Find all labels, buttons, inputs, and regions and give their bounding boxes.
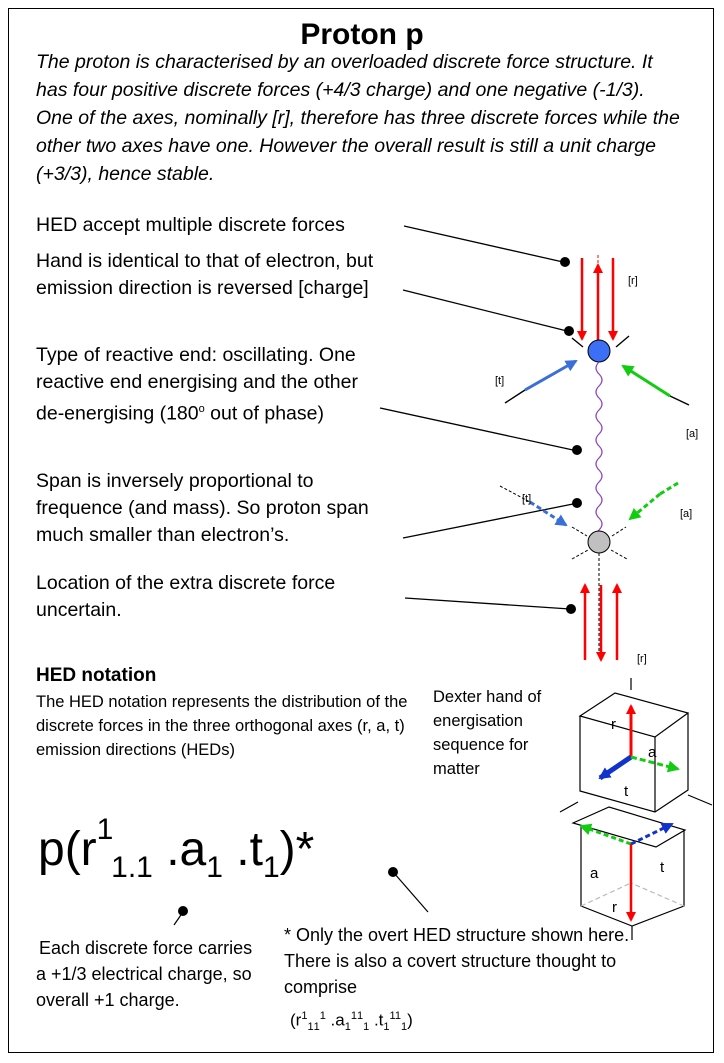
covert-r2: 1 [307, 1021, 314, 1034]
covert-t: .t [369, 1010, 384, 1030]
label-r-top: [r] [628, 275, 638, 287]
covert-r3: 1 [313, 1021, 320, 1034]
cube-lower-label-a: a [590, 865, 599, 882]
covert-open: (r [290, 1010, 302, 1030]
note-hand-identical: Hand is identical to that of electron, b… [36, 250, 374, 299]
dexter-hand-caption: Dexter hand of energisation sequence for… [433, 688, 542, 778]
note-reactive-end-tail: out of phase) [204, 402, 324, 425]
charge-note: Each discrete force carries a +1/3 elect… [36, 938, 253, 1010]
cube-a-arrow [630, 755, 680, 773]
label-t-upper: [t] [495, 375, 504, 387]
upper-cube: r a t [559, 678, 713, 813]
hed-notation-heading: HED notation [36, 665, 157, 686]
formula-a-sub: 1 [206, 851, 223, 884]
green-dashed-arrow-a-lower [628, 492, 661, 521]
label-a-upper: [a] [686, 428, 698, 440]
label-r-bottom: [r] [637, 653, 647, 665]
cube-label-r: r [611, 716, 616, 733]
note-reactive-end: Type of reactive end: oscillating. One r… [36, 342, 378, 428]
formula-r-sup: 1 [96, 813, 112, 846]
intro-paragraph: The proton is characterised by an overlo… [36, 51, 680, 185]
pointer-span [402, 503, 574, 539]
label-a-lower: [a] [680, 508, 692, 520]
cube-t-arrow [598, 754, 633, 781]
pointer-lines [379, 225, 574, 610]
covert-a4: 1 [363, 1021, 370, 1034]
covert-t1: 1 [383, 1021, 390, 1034]
cube-label-t: t [624, 783, 629, 800]
blue-dashed-arrow-t-lower [529, 500, 568, 527]
lower-node [587, 530, 611, 554]
covert-r4: 1 [319, 1010, 326, 1022]
pointer-hand [402, 289, 568, 332]
lower-node-group [499, 481, 679, 662]
cube-lower-a-arrow [579, 823, 632, 846]
blue-arrow-t-upper [524, 359, 578, 392]
covert-formula: (r1111 .a1111 .t1111) [290, 1010, 413, 1033]
upper-node-group [504, 255, 690, 543]
formula-pointers [173, 867, 429, 926]
formula-r-sub: 1.1 [111, 851, 153, 884]
note-reactive-end-text: Type of reactive end: oscillating. One r… [36, 344, 358, 425]
cube-label-a: a [648, 744, 657, 761]
covert-a3: 1 [356, 1010, 364, 1022]
note-span: Span is inversely proportional to freque… [36, 470, 369, 546]
hed-formula: p(r11.1 .a1 .t1)* [38, 813, 315, 886]
overt-note: * Only the overt HED structure shown her… [284, 925, 630, 997]
upper-node [587, 339, 611, 363]
covert-t3: 1 [400, 1021, 408, 1034]
oscillation-wave [595, 361, 603, 543]
cube-lower-label-t: t [660, 859, 665, 876]
formula-t: .t [222, 823, 263, 876]
pointer-location [404, 597, 571, 610]
covert-close: ) [407, 1010, 413, 1030]
lower-cube: a t r [571, 806, 687, 940]
degree-superscript: o [198, 403, 205, 415]
covert-r1: 1 [301, 1010, 308, 1022]
cube-lower-label-r: r [612, 899, 617, 916]
slide-frame [8, 8, 714, 1053]
green-arrow-a-upper [621, 364, 671, 398]
pointer-hed-multiple [403, 225, 564, 263]
formula-p-open: p(r [38, 823, 97, 876]
pointer-reactive-end [379, 407, 574, 451]
axis-labels: [r] [t] [a] [t] [a] [r] [495, 275, 698, 665]
formula-t-sub: 1 [262, 851, 280, 884]
label-t-lower: [t] [522, 493, 531, 505]
pointer-dots [560, 257, 582, 614]
note-location: Location of the extra discrete force unc… [36, 572, 336, 621]
covert-a2: 1 [350, 1010, 357, 1022]
note-hed-multiple: HED accept multiple discrete forces [36, 214, 345, 236]
formula-close: )* [279, 823, 315, 876]
covert-t2: 11 [389, 1010, 401, 1022]
formula-a: .a [152, 823, 207, 876]
page-title: Proton p [300, 18, 424, 51]
covert-a: .a [325, 1010, 345, 1030]
covert-a1: 1 [344, 1021, 351, 1034]
hed-notation-description: The HED notation represents the distribu… [36, 693, 408, 759]
